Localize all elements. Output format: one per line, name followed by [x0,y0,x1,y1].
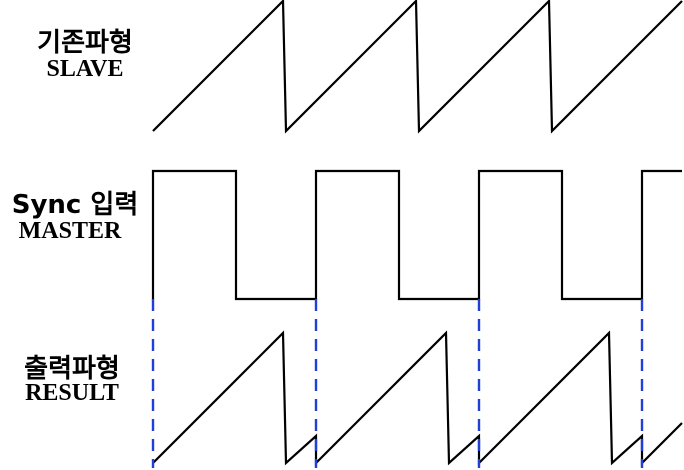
master-square-wave [151,169,682,301]
master-label-english: MASTER [18,218,122,244]
result-label-korean: 출력파형 [24,354,120,384]
result-label-english: RESULT [25,380,119,406]
slave-label-english: SLAVE [46,56,124,82]
slave-label-korean: 기존파형 [37,28,133,58]
slave-sawtooth-wave [152,0,683,134]
result-sawtooth-wave [152,330,683,466]
sync-markers [151,299,644,468]
master-label-korean: Sync 입력 [11,190,139,220]
